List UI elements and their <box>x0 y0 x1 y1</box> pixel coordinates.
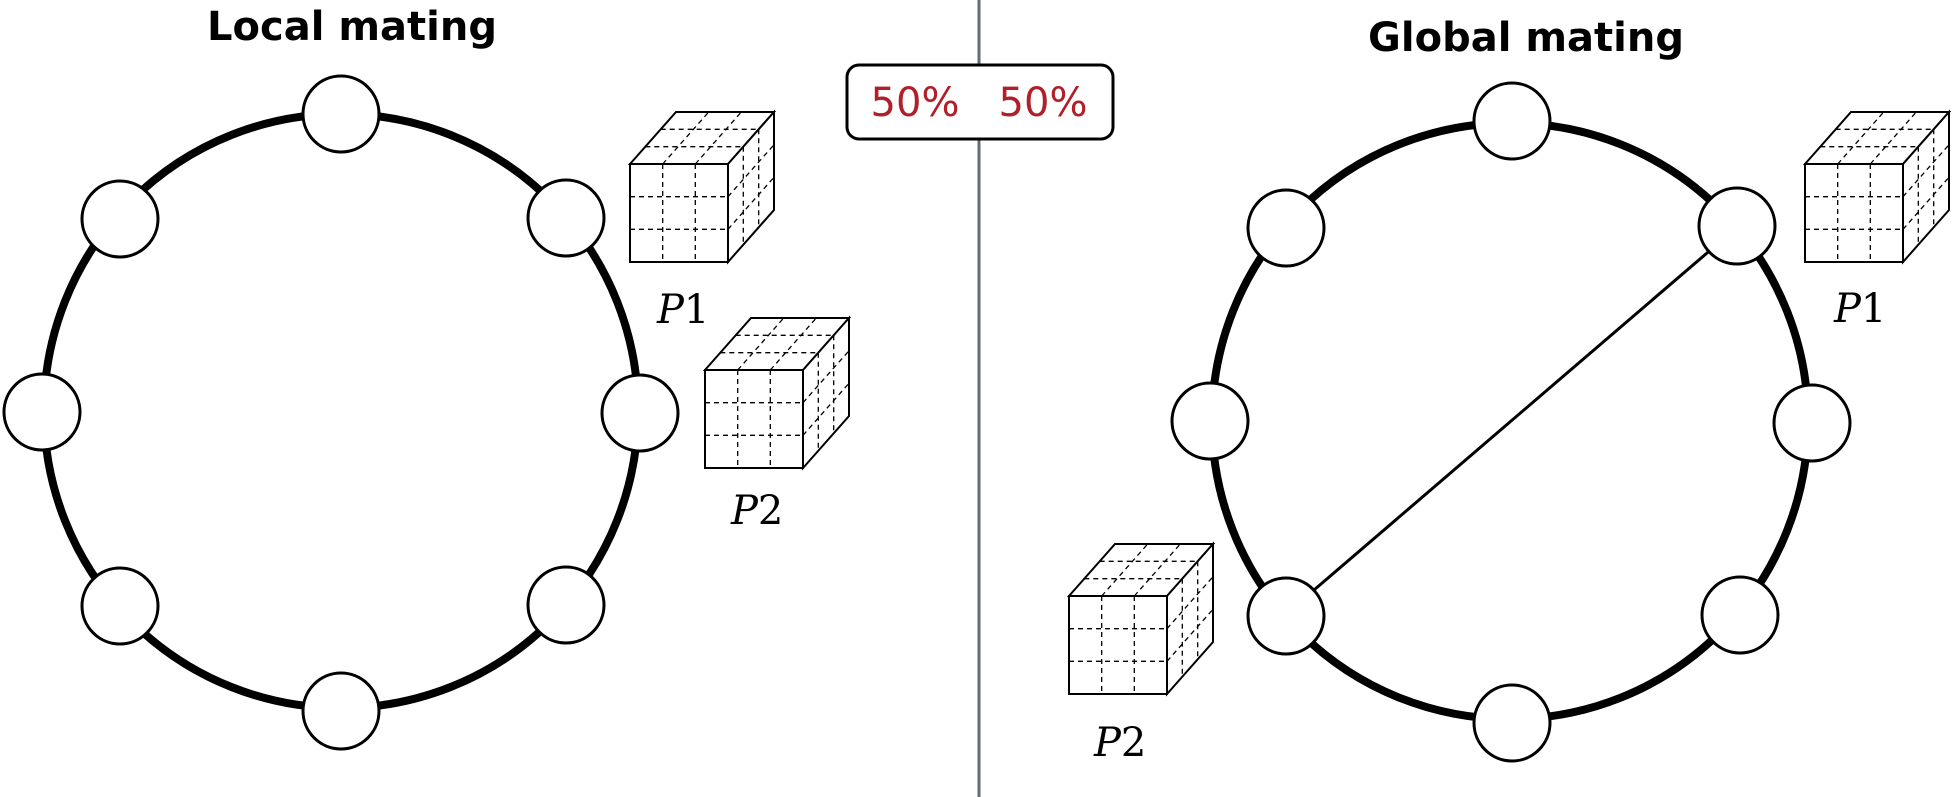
individual-node <box>301 74 381 154</box>
ratio-box: 50% 50% <box>845 63 1115 141</box>
parent-p1-cube <box>1804 111 1950 263</box>
individual-node <box>1472 683 1552 763</box>
local-ring <box>2 74 680 751</box>
global-ring <box>1170 81 1852 763</box>
individual-node <box>1772 383 1852 463</box>
local-mating-title: Local mating <box>207 4 497 50</box>
individual-node <box>1700 575 1780 655</box>
global-mating-title: Global mating <box>1368 15 1684 61</box>
individual-node <box>80 566 160 646</box>
local-p2-label: P2 <box>730 488 783 534</box>
global-p1-label: P1 <box>1833 286 1886 332</box>
parent-p2-cube <box>704 317 850 469</box>
global-percent-label: 50% <box>999 80 1088 126</box>
mating-link-line <box>1285 227 1736 616</box>
individual-node <box>1697 186 1777 266</box>
individual-node <box>526 565 606 645</box>
individual-node <box>80 179 160 259</box>
individual-node <box>301 671 381 751</box>
parent-p2-cube <box>1068 543 1214 695</box>
global-p2-label: P2 <box>1093 720 1146 766</box>
parent-p1-cube <box>629 111 775 263</box>
individual-node <box>1246 188 1326 268</box>
individual-node <box>600 373 680 453</box>
individual-node <box>2 372 82 452</box>
individual-node <box>526 178 606 258</box>
local-percent-label: 50% <box>871 80 960 126</box>
individual-node <box>1472 81 1552 161</box>
individual-node <box>1246 576 1326 656</box>
local-p1-label: P1 <box>656 287 709 333</box>
individual-node <box>1170 381 1250 461</box>
